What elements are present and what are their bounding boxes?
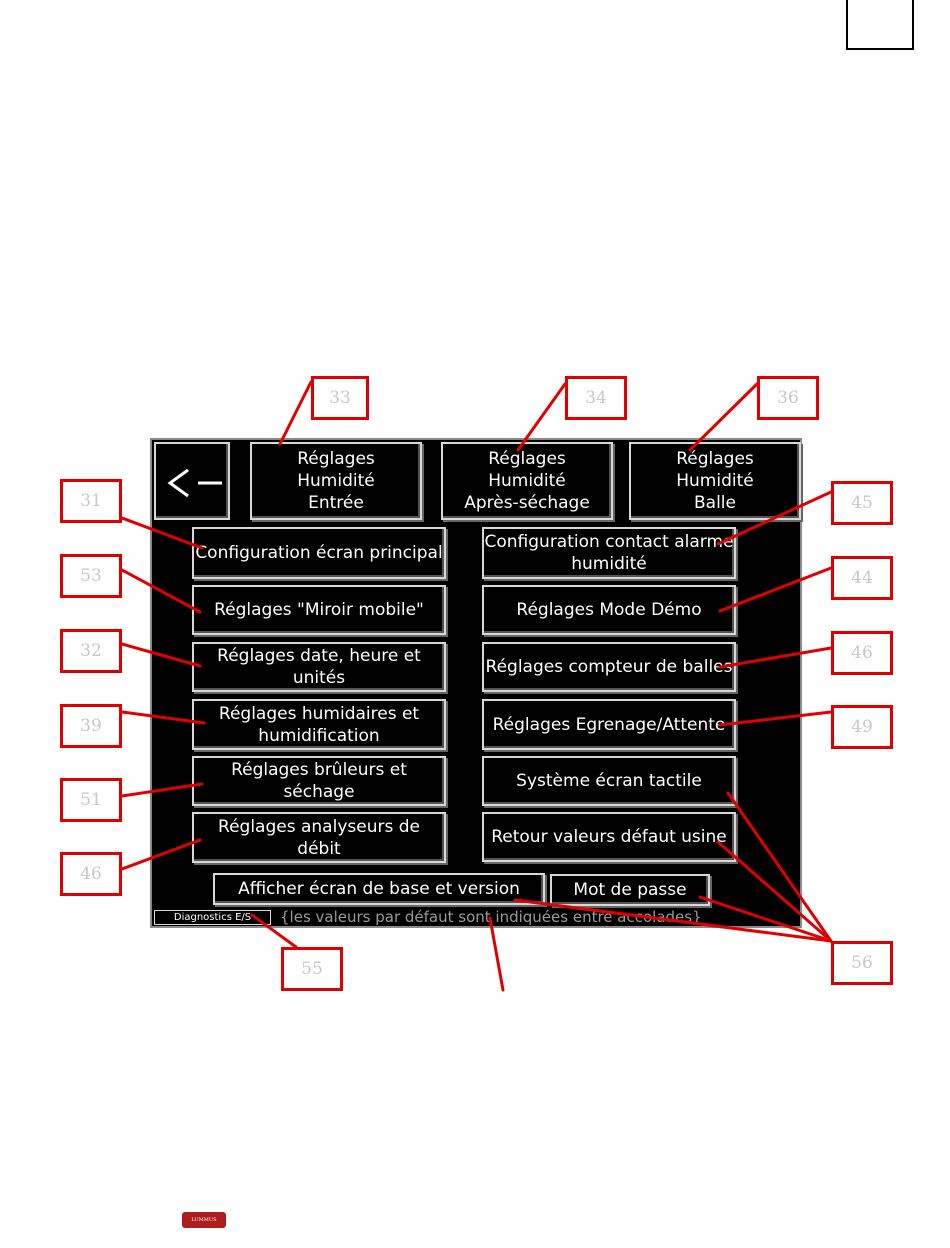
humidifier-settings-button[interactable]: Réglages humidaires et humidification (192, 699, 446, 750)
tab-humidite-entree[interactable]: Réglages Humidité Entrée (250, 442, 422, 520)
bale-counter-settings-button[interactable]: Réglages compteur de balles (482, 642, 736, 692)
defaults-note: {les valeurs par défaut sont indiquées e… (280, 908, 702, 926)
alarm-contact-config-button[interactable]: Configuration contact alarme humidité (482, 527, 736, 579)
callout-31: 31 (60, 479, 122, 523)
callout-39: 39 (60, 704, 122, 748)
touch-screen: Réglages Humidité Entrée Réglages Humidi… (150, 438, 802, 928)
touchscreen-system-button[interactable]: Système écran tactile (482, 756, 736, 806)
flow-analyzer-settings-button[interactable]: Réglages analyseurs de débit (192, 812, 446, 863)
callout-51: 51 (60, 778, 122, 822)
callout-36: 36 (757, 376, 819, 420)
ginning-wait-settings-button[interactable]: Réglages Egrenage/Attente (482, 699, 736, 750)
callout-33: 33 (311, 376, 369, 420)
password-button[interactable]: Mot de passe (550, 874, 710, 906)
company-logo: LUMMUS (182, 1212, 226, 1228)
callout-44: 44 (831, 556, 893, 600)
callout-55: 55 (281, 947, 343, 991)
callout-53: 53 (60, 554, 122, 598)
base-screen-version-button[interactable]: Afficher écran de base et version (213, 873, 545, 905)
factory-reset-button[interactable]: Retour valeurs défaut usine (482, 812, 736, 862)
burner-drying-settings-button[interactable]: Réglages brûleurs et séchage (192, 756, 446, 806)
callout-45: 45 (831, 481, 893, 525)
back-arrow-icon (167, 468, 222, 498)
callout-46-left: 46 (60, 852, 122, 896)
corner-box (846, 0, 914, 50)
tab-humidite-apres-sechage[interactable]: Réglages Humidité Après-séchage (441, 442, 613, 520)
back-button[interactable] (154, 442, 230, 520)
callout-32: 32 (60, 629, 122, 673)
date-time-units-button[interactable]: Réglages date, heure et unités (192, 642, 446, 692)
io-diagnostics-button[interactable]: Diagnostics E/S (154, 910, 271, 925)
callout-56: 56 (831, 941, 893, 985)
callout-34: 34 (565, 376, 627, 420)
tab-humidite-balle[interactable]: Réglages Humidité Balle (629, 442, 801, 520)
mobile-mirror-settings-button[interactable]: Réglages "Miroir mobile" (192, 585, 446, 635)
main-screen-config-button[interactable]: Configuration écran principal (192, 527, 446, 579)
callout-49: 49 (831, 705, 893, 749)
demo-mode-settings-button[interactable]: Réglages Mode Démo (482, 585, 736, 635)
callout-46-right: 46 (831, 631, 893, 675)
